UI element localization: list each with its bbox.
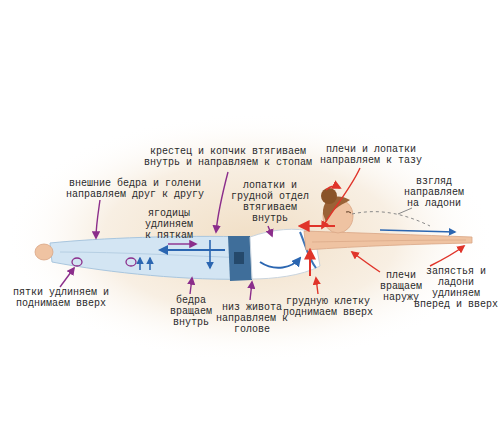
body-arrow <box>260 258 300 268</box>
legs <box>50 236 252 279</box>
knee-mark <box>126 258 136 266</box>
annotation-label: грудную клетку поднимаем вверх <box>280 296 376 318</box>
leader-line <box>216 172 228 232</box>
leader-line <box>322 168 360 228</box>
annotation-label: запястья и ладони удлиняем вперед и ввер… <box>412 266 500 310</box>
belt-clip <box>234 252 244 264</box>
leader-line <box>96 200 100 238</box>
arms <box>304 231 472 250</box>
body-arrow <box>209 240 211 268</box>
annotation-label: низ живота направляем к голове <box>216 302 288 335</box>
hair-bun <box>321 188 337 204</box>
chest-arrow <box>309 250 311 276</box>
annotation-label: ягодицы удлиняем к пяткам <box>140 208 198 241</box>
annotation-label: лопатки и грудной отдел втягиваем внутрь <box>224 180 316 224</box>
body-arrow <box>149 258 151 270</box>
shoulder-arrow <box>300 225 335 227</box>
background-glow <box>5 113 495 363</box>
heel-mark <box>72 258 82 266</box>
body-arrow <box>380 230 455 232</box>
body-arrow <box>139 258 141 270</box>
annotation-label: пятки удлиняем и поднимаем вверх <box>2 287 120 309</box>
leader-line <box>316 278 318 294</box>
foot <box>35 244 53 260</box>
eye <box>346 212 351 213</box>
leader-line <box>352 252 380 272</box>
annotation-label: внешние бедра и голени направляем друг к… <box>60 178 210 200</box>
leader-line <box>268 226 272 236</box>
annotation-label: взгляд направляем на ладони <box>398 176 470 209</box>
annotation-label: плечи вращаем наружу <box>370 270 432 303</box>
gaze-line <box>352 212 430 226</box>
leader-line <box>190 278 192 294</box>
head-arrow <box>326 186 340 190</box>
hip-band <box>228 236 252 281</box>
body-arrow <box>160 249 225 251</box>
annotation-label: плечи и лопатки направляем к тазу <box>312 144 430 166</box>
annotation-label: крестец и копчик втягиваем внутрь и напр… <box>136 146 320 168</box>
arm-line <box>312 240 466 242</box>
leg-seam <box>60 252 250 258</box>
leader-line <box>60 268 74 287</box>
leader-line <box>250 282 252 300</box>
leader-line <box>430 246 464 266</box>
annotation-label: бедра вращаем внутрь <box>162 295 220 328</box>
leader-line <box>168 243 196 244</box>
